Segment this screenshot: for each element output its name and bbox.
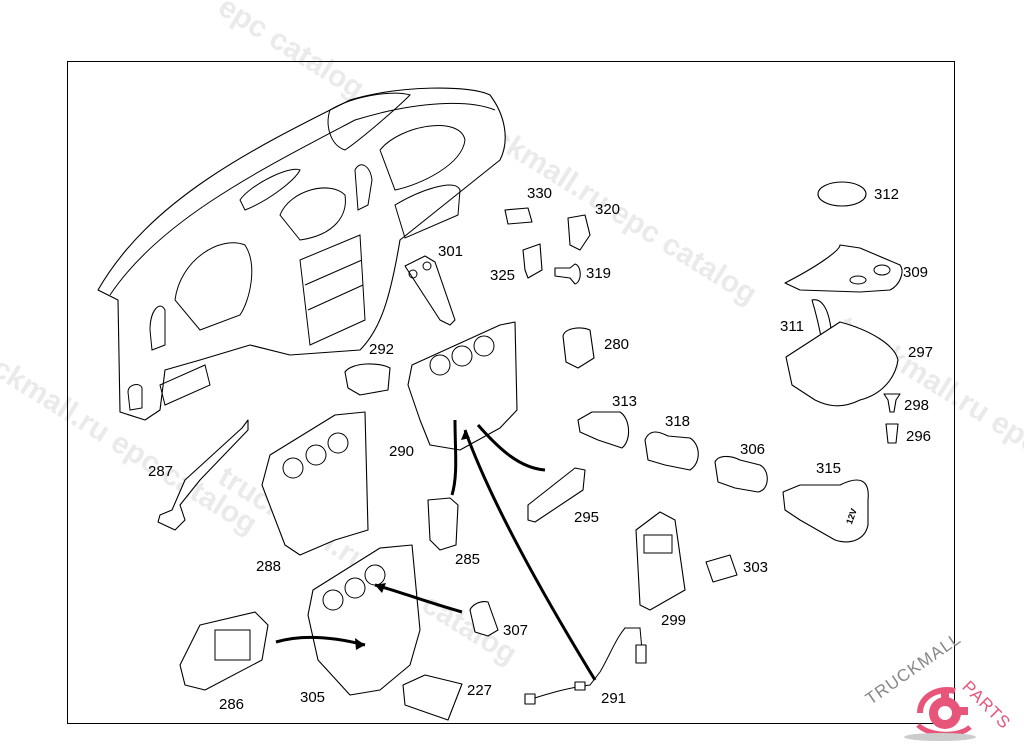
part-292[interactable] bbox=[344, 363, 391, 396]
part-315[interactable] bbox=[782, 479, 869, 543]
part-label-297: 297 bbox=[908, 344, 934, 361]
part-label-306: 306 bbox=[740, 441, 766, 458]
part-label-303: 303 bbox=[743, 559, 769, 576]
part-label-280: 280 bbox=[604, 336, 630, 353]
part-306[interactable] bbox=[714, 455, 768, 493]
part-label-311: 311 bbox=[780, 318, 804, 335]
assembly-arrow bbox=[275, 635, 366, 647]
part-295[interactable] bbox=[527, 467, 586, 523]
dashboard-assembly bbox=[97, 87, 506, 421]
part-label-291: 291 bbox=[601, 690, 627, 707]
part-label-309: 309 bbox=[903, 264, 929, 281]
part-label-330: 330 bbox=[527, 185, 553, 202]
truckmall-parts-logo: TRUCKMALL PARTS bbox=[860, 629, 1024, 750]
part-286[interactable] bbox=[179, 611, 269, 691]
part-287[interactable] bbox=[157, 419, 249, 531]
part-318[interactable] bbox=[644, 431, 699, 471]
part-299[interactable] bbox=[635, 511, 686, 611]
part-label-296: 296 bbox=[906, 428, 932, 445]
part-309[interactable] bbox=[784, 244, 903, 293]
part-label-312: 312 bbox=[874, 186, 900, 203]
part-305[interactable] bbox=[307, 544, 421, 696]
assembly-arrow bbox=[450, 419, 458, 496]
part-label-319: 319 bbox=[586, 265, 612, 282]
part-label-286: 286 bbox=[219, 696, 245, 713]
part-312[interactable] bbox=[817, 181, 867, 207]
part-label-320: 320 bbox=[595, 201, 621, 218]
part-label-315: 315 bbox=[816, 460, 842, 477]
part-307[interactable] bbox=[469, 601, 499, 637]
part-label-290: 290 bbox=[389, 443, 415, 460]
assembly-arrow bbox=[476, 424, 546, 472]
part-label-301: 301 bbox=[438, 243, 464, 260]
part-label-287: 287 bbox=[148, 463, 174, 480]
part-227[interactable] bbox=[402, 674, 463, 721]
part-label-307: 307 bbox=[503, 622, 529, 639]
part-325[interactable] bbox=[522, 243, 543, 279]
part-290[interactable] bbox=[407, 321, 518, 451]
part-280[interactable] bbox=[562, 327, 595, 369]
part-288[interactable] bbox=[261, 411, 369, 556]
part-291[interactable] bbox=[527, 627, 643, 701]
gear-icon bbox=[904, 687, 976, 741]
part-285[interactable] bbox=[427, 497, 459, 551]
part-label-318: 318 bbox=[665, 413, 691, 430]
assembly-arrow bbox=[463, 429, 597, 681]
part-313[interactable] bbox=[577, 411, 630, 449]
diagram-frame bbox=[67, 61, 955, 724]
part-label-298: 298 bbox=[904, 397, 930, 414]
part-label-313: 313 bbox=[612, 393, 638, 410]
part-label-288: 288 bbox=[256, 558, 282, 575]
part-301[interactable] bbox=[404, 255, 456, 326]
part-319[interactable] bbox=[554, 263, 581, 285]
part-label-299: 299 bbox=[661, 612, 687, 629]
part-label-292: 292 bbox=[369, 341, 395, 358]
part-303[interactable] bbox=[705, 554, 738, 583]
part-label-227: 227 bbox=[467, 682, 493, 699]
part-296[interactable] bbox=[885, 423, 899, 444]
part-298[interactable] bbox=[883, 393, 901, 413]
part-320[interactable] bbox=[567, 214, 591, 251]
part-label-295: 295 bbox=[574, 509, 600, 526]
part-label-325: 325 bbox=[490, 267, 516, 284]
part-330[interactable] bbox=[504, 207, 533, 225]
part-label-305: 305 bbox=[300, 689, 326, 706]
part-297[interactable] bbox=[785, 321, 899, 407]
part-label-285: 285 bbox=[455, 551, 481, 568]
